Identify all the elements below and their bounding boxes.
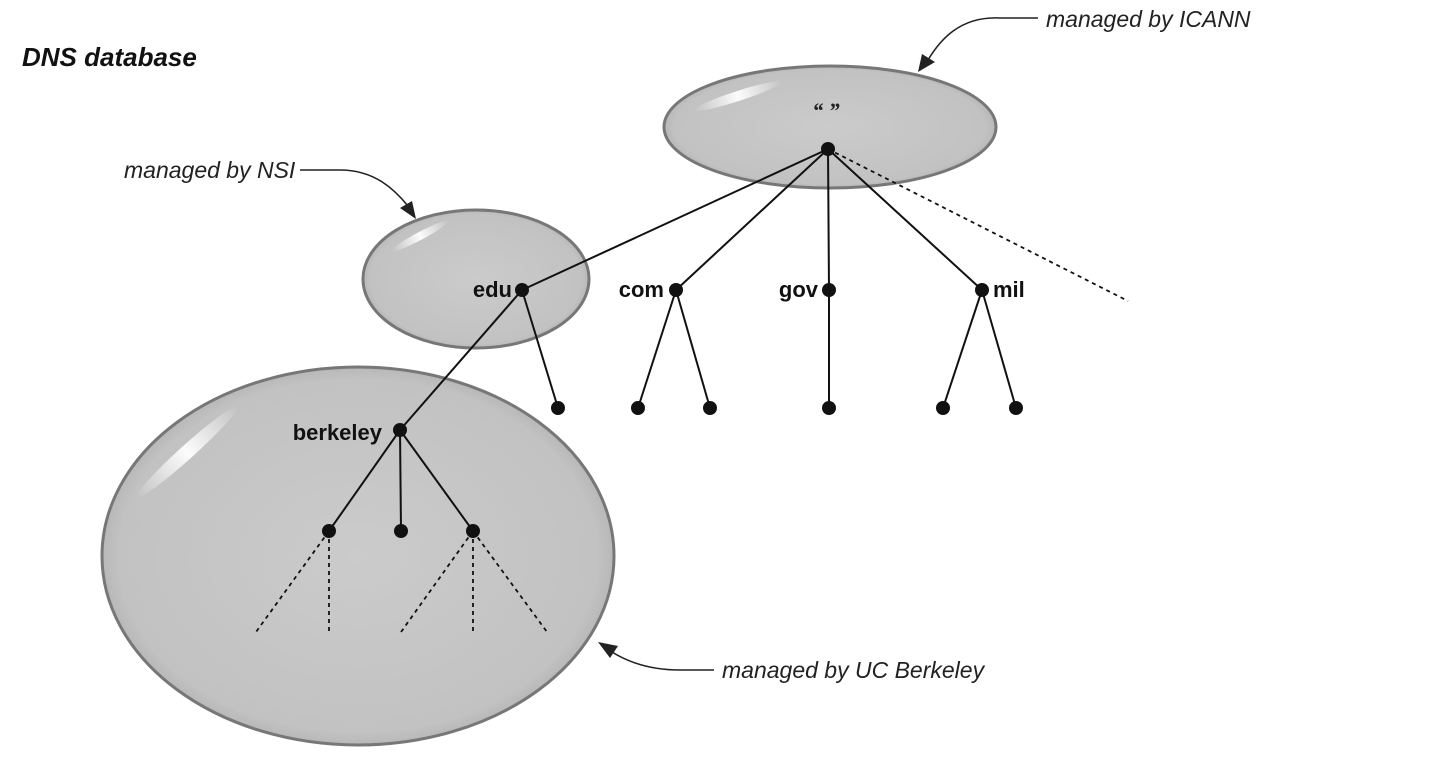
gov-node: [822, 283, 836, 297]
berkeley-node: [393, 423, 407, 437]
edu-label: edu: [473, 277, 512, 302]
mil-label: mil: [993, 277, 1025, 302]
icann-callout: managed by ICANN: [918, 6, 1251, 72]
com-child-node: [631, 401, 645, 415]
gov-child-node: [822, 401, 836, 415]
icann-annotation: managed by ICANN: [1046, 6, 1251, 32]
mil-child-node: [936, 401, 950, 415]
berkeley-child-node: [466, 524, 480, 538]
root-zone: [662, 64, 998, 190]
arrow-icon: [598, 642, 618, 658]
com-label: com: [619, 277, 664, 302]
tree-nodes: [322, 142, 1023, 538]
uc-berkeley-annotation: managed by UC Berkeley: [722, 657, 986, 683]
edu-node: [515, 283, 529, 297]
berkeley-child-node: [322, 524, 336, 538]
edu-child-node: [551, 401, 565, 415]
mil-child-node: [1009, 401, 1023, 415]
arrow-icon: [918, 54, 935, 72]
arrow-icon: [400, 201, 416, 219]
uc-berkeley-callout: managed by UC Berkeley: [598, 642, 986, 683]
com-child-node: [703, 401, 717, 415]
berkeley-label: berkeley: [293, 420, 383, 445]
nsi-annotation: managed by NSI: [124, 157, 296, 183]
berkeley-child-node: [394, 524, 408, 538]
root-node: [821, 142, 835, 156]
gov-label: gov: [779, 277, 819, 302]
tree-edges: [255, 148, 1129, 633]
diagram-title: DNS database: [22, 42, 197, 72]
berkeley-zone: [100, 365, 616, 747]
com-node: [669, 283, 683, 297]
mil-node: [975, 283, 989, 297]
root-node-label: “ ”: [812, 98, 840, 123]
edu-zone: [361, 208, 591, 350]
nsi-callout: managed by NSI: [124, 157, 416, 219]
